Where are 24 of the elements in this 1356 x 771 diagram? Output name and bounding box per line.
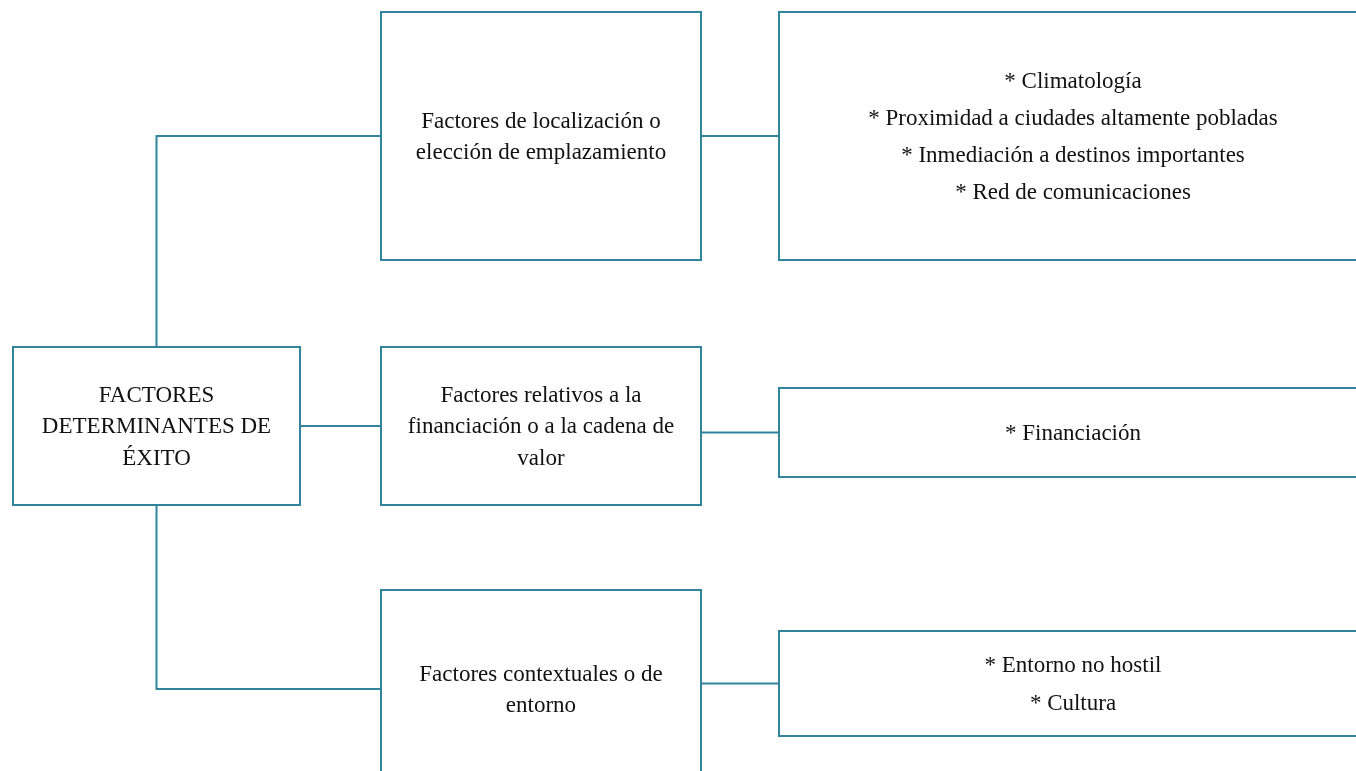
category-box	[380, 11, 702, 261]
connector-line	[155, 505, 381, 690]
list-item: * Cultura	[1029, 688, 1117, 717]
connector-line	[701, 431, 779, 434]
connector-line	[300, 425, 381, 427]
connector-line	[701, 135, 779, 137]
node-label: FACTORES DETERMINANTES DE ÉXITO	[40, 381, 273, 472]
list-item: * Entorno no hostil	[984, 651, 1162, 680]
connector-line	[155, 135, 381, 347]
node-label: Factores de localización o elección de emplazamiento	[414, 106, 668, 166]
detail-box	[778, 630, 1356, 737]
list-item: * Inmediación a destinos importantes	[901, 141, 1245, 169]
category-box	[380, 346, 702, 506]
node-label: Factores relativos a la financiación o a la cadena de valor	[406, 381, 676, 472]
list-item: * Proximidad a ciudades altamente pobladas	[868, 103, 1278, 132]
node-label: * Financiación	[1004, 418, 1141, 447]
list-item: * Climatología	[1004, 66, 1142, 95]
list-item: * Red de comunicaciones	[955, 178, 1191, 207]
category-box	[380, 589, 702, 771]
detail-box	[778, 387, 1356, 478]
detail-box	[778, 11, 1356, 261]
node-label: Factores contextuales o de entorno	[418, 659, 664, 719]
connector-line	[701, 682, 779, 685]
root-box	[12, 346, 301, 506]
